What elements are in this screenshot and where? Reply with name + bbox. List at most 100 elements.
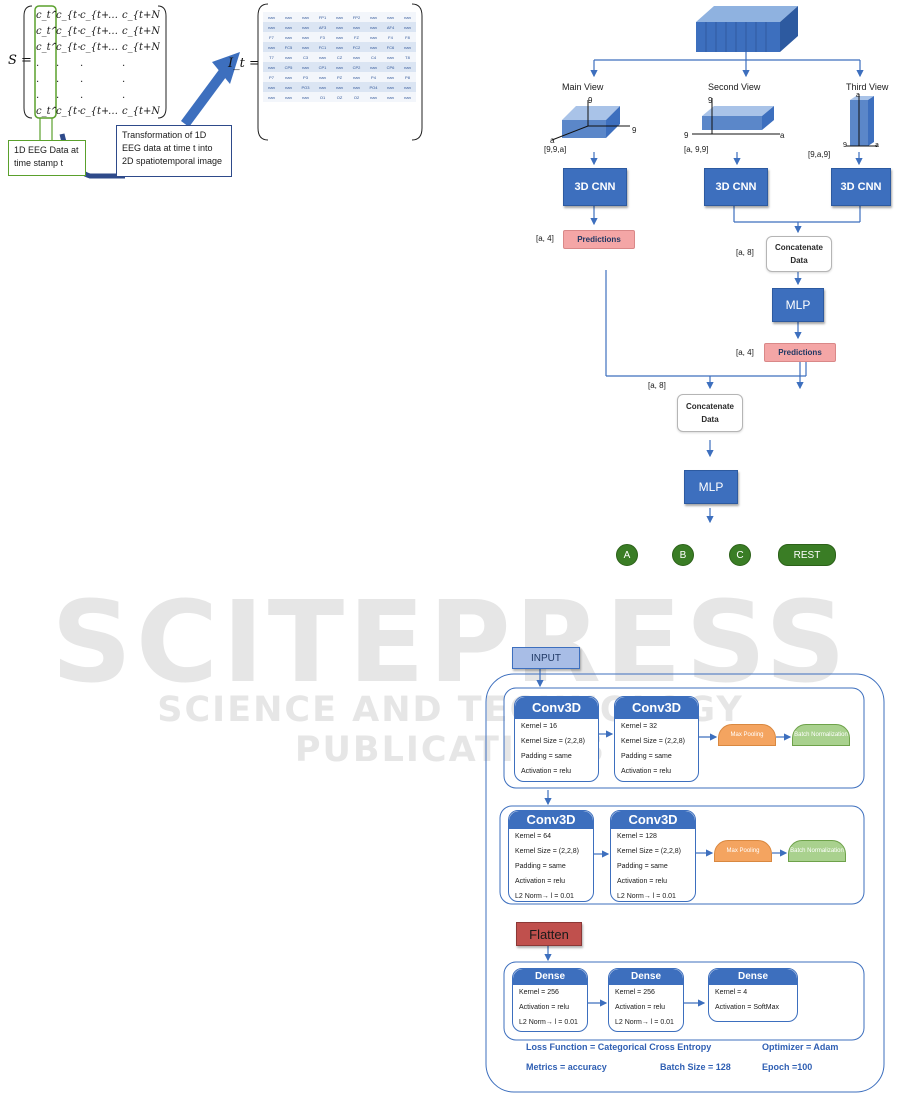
concatenate-2: Concatenate Data	[677, 394, 743, 432]
matrix-cell: c_t^1	[36, 10, 56, 21]
max-pooling-1: Max Pooling	[718, 724, 776, 746]
grid-cell: nan	[314, 82, 331, 92]
loss-function: Loss Function = Categorical Cross Entrop…	[526, 1042, 712, 1052]
matrix-lhs: S =	[8, 53, 32, 68]
third-view-axis-a-right: a	[875, 142, 879, 149]
card-line: Kernel = 32	[621, 723, 657, 730]
grid-cell: F4	[382, 32, 399, 42]
card-line: L2 Norm→ l = 0.01	[615, 1019, 674, 1026]
grid-cell: nan	[263, 82, 280, 92]
grid-cell: PO3	[297, 82, 314, 92]
card-line: Padding = same	[521, 753, 572, 760]
grid-cell: nan	[365, 42, 382, 52]
matrix-row: c_t^1c_{t+1}^1c_{t+2}^1…c_{t+N}^1	[36, 8, 164, 24]
concatenate-1: Concatenate Data	[766, 236, 832, 272]
card-line: Kernel = 4	[715, 989, 748, 996]
second-view-axis-9-top: 9	[708, 96, 713, 105]
matrix-cell	[108, 72, 122, 88]
matrix-cell: c_{t+N}^n	[122, 106, 160, 117]
grid-cell: F8	[399, 32, 416, 42]
conv3d-title: Conv3D	[611, 811, 695, 829]
input-block: INPUT	[512, 647, 580, 669]
second-view-axis-9-left: 9	[684, 131, 689, 140]
grid-cell: F3	[314, 32, 331, 42]
matrix-cell: .	[80, 58, 84, 69]
dense-card-2: Dense Kernel = 256 Activation = relu L2 …	[608, 968, 684, 1032]
grid-cell: C4	[365, 52, 382, 62]
conv3d-card-1: Conv3D Kernel = 16 Kernel Size = (2,2,8)…	[514, 696, 599, 782]
matrix-cell: .	[122, 74, 126, 85]
arch-connectors	[485, 668, 885, 1093]
grid-cell: nan	[280, 92, 297, 102]
grid-cell: T7	[263, 52, 280, 62]
max-pooling-2: Max Pooling	[714, 840, 772, 862]
grid-cell: FC2	[348, 42, 365, 52]
matrix-cell: c_t^n	[36, 106, 56, 117]
grid-cell: P8	[399, 72, 416, 82]
conv3d-title: Conv3D	[515, 697, 598, 719]
matrix-cell: c_{t+N}^1	[122, 10, 160, 21]
dense-title: Dense	[709, 969, 797, 985]
grid-cell: FZ	[348, 32, 365, 42]
grid-cell: nan	[365, 12, 382, 22]
grid-cell: CP6	[382, 62, 399, 72]
grid-cell: T8	[399, 52, 416, 62]
grid-cell: P7	[263, 72, 280, 82]
grid-cell: nan	[365, 22, 382, 32]
grid-cell: OZ	[331, 92, 348, 102]
grid-cell: AF3	[314, 22, 331, 32]
card-line: Kernel = 128	[617, 833, 657, 840]
grid-cell: FC5	[280, 42, 297, 52]
grid-brackets	[257, 3, 423, 141]
grid-cell: nan	[365, 92, 382, 102]
grid-cell: nan	[399, 82, 416, 92]
matrix-cell: …	[108, 42, 118, 53]
grid-cell: nan	[280, 82, 297, 92]
main-view-axis-a: a	[550, 136, 555, 145]
third-view-title: Third View	[846, 82, 889, 92]
card-line: Kernel Size = (2,2,8)	[521, 738, 586, 745]
grid-cell: nan	[314, 72, 331, 82]
dense-card-1: Dense Kernel = 256 Activation = relu L2 …	[512, 968, 588, 1032]
matrix-row: ....	[36, 88, 164, 104]
matrix-cell: …	[108, 10, 118, 21]
grid-cell: O2	[348, 92, 365, 102]
metrics: Metrics = accuracy	[526, 1062, 607, 1072]
main-view-title: Main View	[562, 82, 604, 92]
card-line: L2 Norm→ l = 0.01	[515, 893, 574, 900]
grid-cell: nan	[348, 82, 365, 92]
main-view-axis-9-top: 9	[588, 96, 593, 105]
card-line: Kernel = 64	[515, 833, 551, 840]
matrix-cell: .	[36, 74, 40, 85]
conv3d-card-2: Conv3D Kernel = 32 Kernel Size = (2,2,8)…	[614, 696, 699, 782]
matrix-cell: c_{t+1}^3	[56, 42, 80, 53]
grid-cell: nan	[263, 62, 280, 72]
mlp-1: MLP	[772, 288, 824, 322]
flatten-block: Flatten	[516, 922, 582, 946]
matrix-cell	[108, 56, 122, 72]
matrix-cell: c_t^2	[36, 26, 56, 37]
class-rest: REST	[778, 544, 836, 566]
card-line: Activation = relu	[621, 768, 671, 775]
matrix-cell: c_{t+1}^2	[56, 26, 80, 37]
grid-cell: F7	[263, 32, 280, 42]
matrix-cell: .	[80, 74, 84, 85]
grid-cell: nan	[331, 32, 348, 42]
optimizer: Optimizer = Adam	[762, 1042, 839, 1052]
grid-cell: FP2	[348, 12, 365, 22]
class-a: A	[616, 544, 638, 566]
grid-cell: nan	[348, 22, 365, 32]
second-view-axis-a: a	[780, 131, 785, 140]
grid-cell: nan	[280, 52, 297, 62]
matrix-cell: .	[122, 90, 126, 101]
grid-cell: nan	[382, 92, 399, 102]
pipeline-connectors	[551, 6, 878, 524]
concat-1-shape: [a, 8]	[736, 248, 754, 257]
grid-cell: nan	[331, 82, 348, 92]
matrix-cell: c_{t+2}^1	[80, 10, 108, 21]
